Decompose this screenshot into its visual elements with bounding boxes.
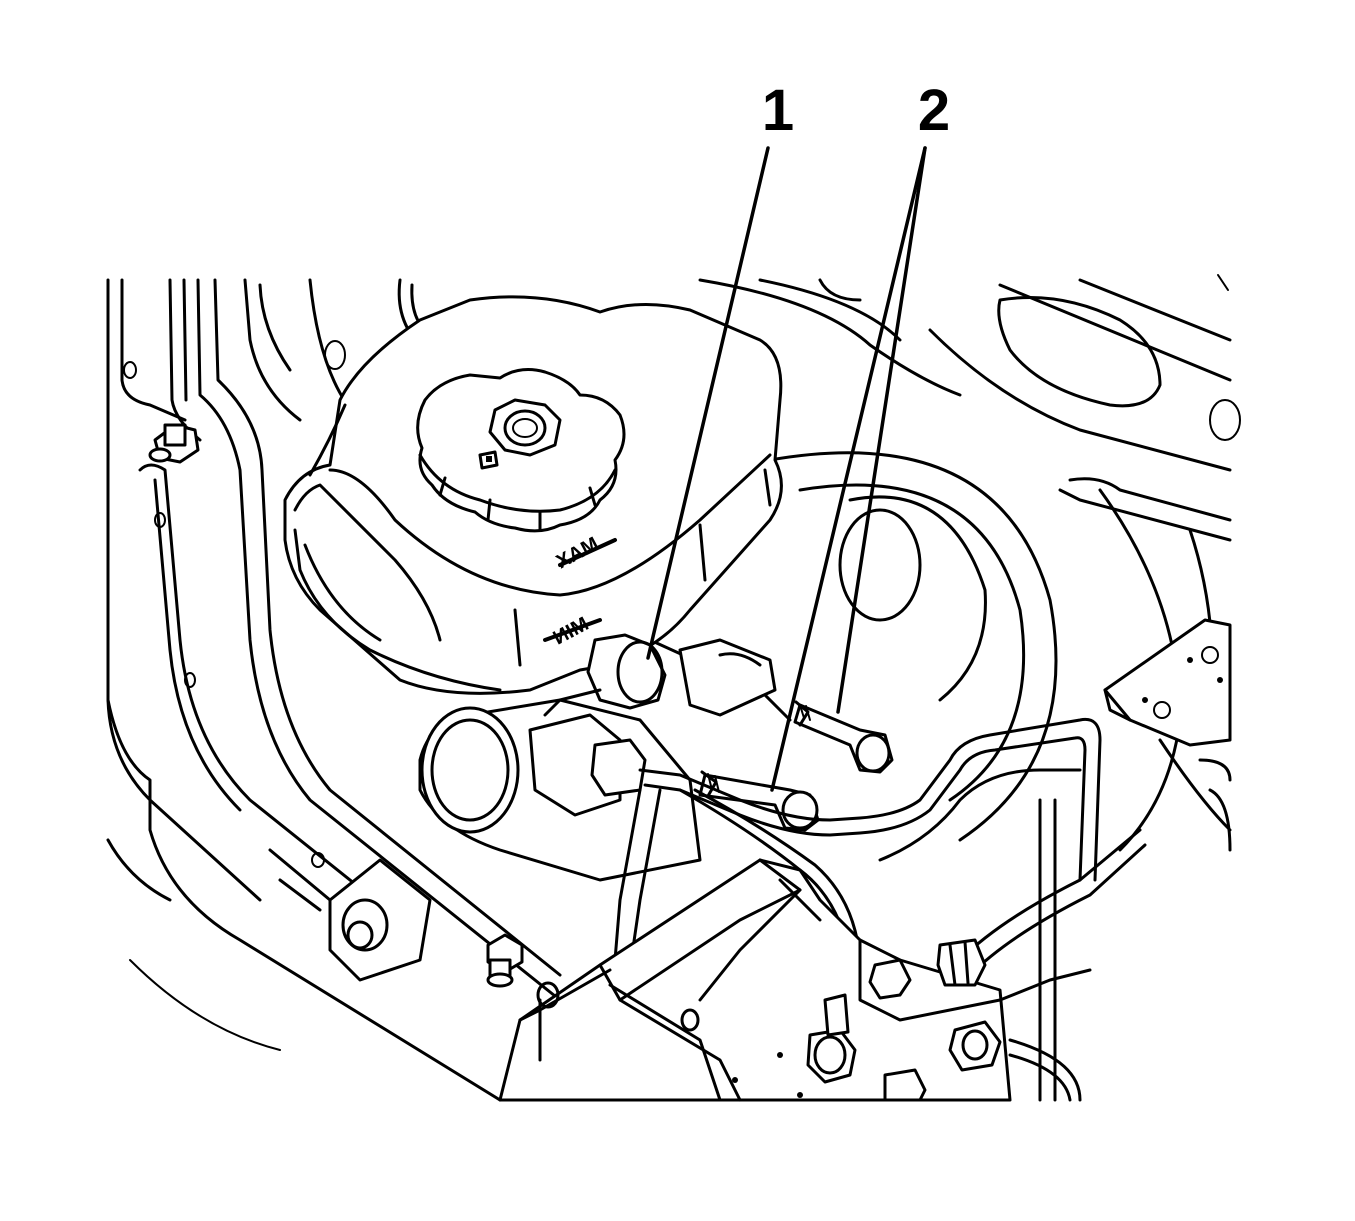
master-cylinder-mounting-bolt-upper <box>793 700 894 774</box>
frame-stud-left <box>148 423 200 464</box>
fluid-level-sensor-connector <box>543 633 777 717</box>
leader-line-2a <box>770 146 927 792</box>
leader-line-1 <box>646 146 770 660</box>
line-fitting-3 <box>936 938 987 987</box>
line-fitting-4 <box>948 1020 1002 1072</box>
callout-2-label: 2 <box>918 78 950 143</box>
right-panel <box>928 274 1241 852</box>
lower-left-bracket <box>268 848 560 1062</box>
reservoir-cap <box>416 368 626 533</box>
lower-nut <box>486 933 524 988</box>
line-fitting-5 <box>883 1068 927 1102</box>
callout-leaders <box>646 146 927 792</box>
brake-fluid-reservoir: MAX MIN <box>283 295 783 695</box>
line-fitting-1 <box>806 993 857 1084</box>
leader-line-2b <box>836 146 927 714</box>
callout-1-label: 1 <box>762 78 794 143</box>
line-fitting-2 <box>868 958 912 1000</box>
brake-pressure-modulator <box>498 858 1012 1102</box>
